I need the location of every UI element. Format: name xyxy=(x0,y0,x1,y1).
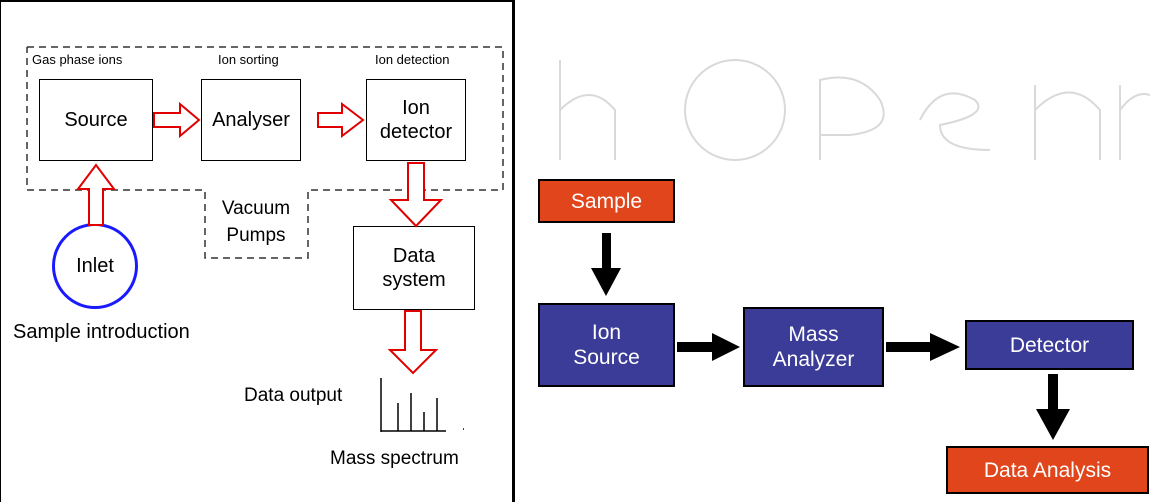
stage-label-ion-sorting: Ion sorting xyxy=(218,52,279,67)
analyser-box: Analyser xyxy=(201,79,301,161)
arrow-sample-to-ion-source xyxy=(591,233,621,296)
arrow-inlet-to-source xyxy=(76,163,116,226)
mass-spectrum-label: Mass spectrum xyxy=(330,448,459,469)
red-arrows xyxy=(76,101,464,432)
left-diagram-panel xyxy=(0,0,515,502)
sample-box: Sample xyxy=(538,179,675,223)
data-output-label: Data output xyxy=(244,385,343,406)
arrow-detector-to-data-system xyxy=(388,162,444,228)
vacuum-region-outline xyxy=(26,46,504,259)
arrow-analyser-to-detector xyxy=(317,101,365,139)
stage-label-ion-detection: Ion detection xyxy=(375,52,450,67)
sample-introduction-label: Sample introduction xyxy=(13,321,190,343)
arrow-data-system-to-output xyxy=(387,310,439,375)
data-analysis-box: Data Analysis xyxy=(946,446,1149,494)
arrow-source-to-analyser xyxy=(153,101,201,139)
ion-source-box: Ion Source xyxy=(538,303,675,387)
inlet-circle: Inlet xyxy=(52,223,138,309)
arrow-ion-source-to-mass-analyzer xyxy=(677,333,740,361)
watermark-logo xyxy=(559,59,1150,161)
source-box: Source xyxy=(39,79,153,161)
ion-detector-box: Ion detector xyxy=(366,79,466,161)
arrow-detector-to-data-analysis xyxy=(1036,374,1070,440)
arrow-mass-analyzer-to-detector xyxy=(886,333,960,361)
stage-label-gas-phase-ions: Gas phase ions xyxy=(32,52,123,67)
detector-box: Detector xyxy=(965,320,1134,370)
mass-spectrum-icon xyxy=(380,378,464,432)
vacuum-pumps-label: Vacuum Pumps xyxy=(221,198,291,246)
data-system-box: Data system xyxy=(353,226,475,310)
mass-analyzer-box: Mass Analyzer xyxy=(743,307,884,387)
